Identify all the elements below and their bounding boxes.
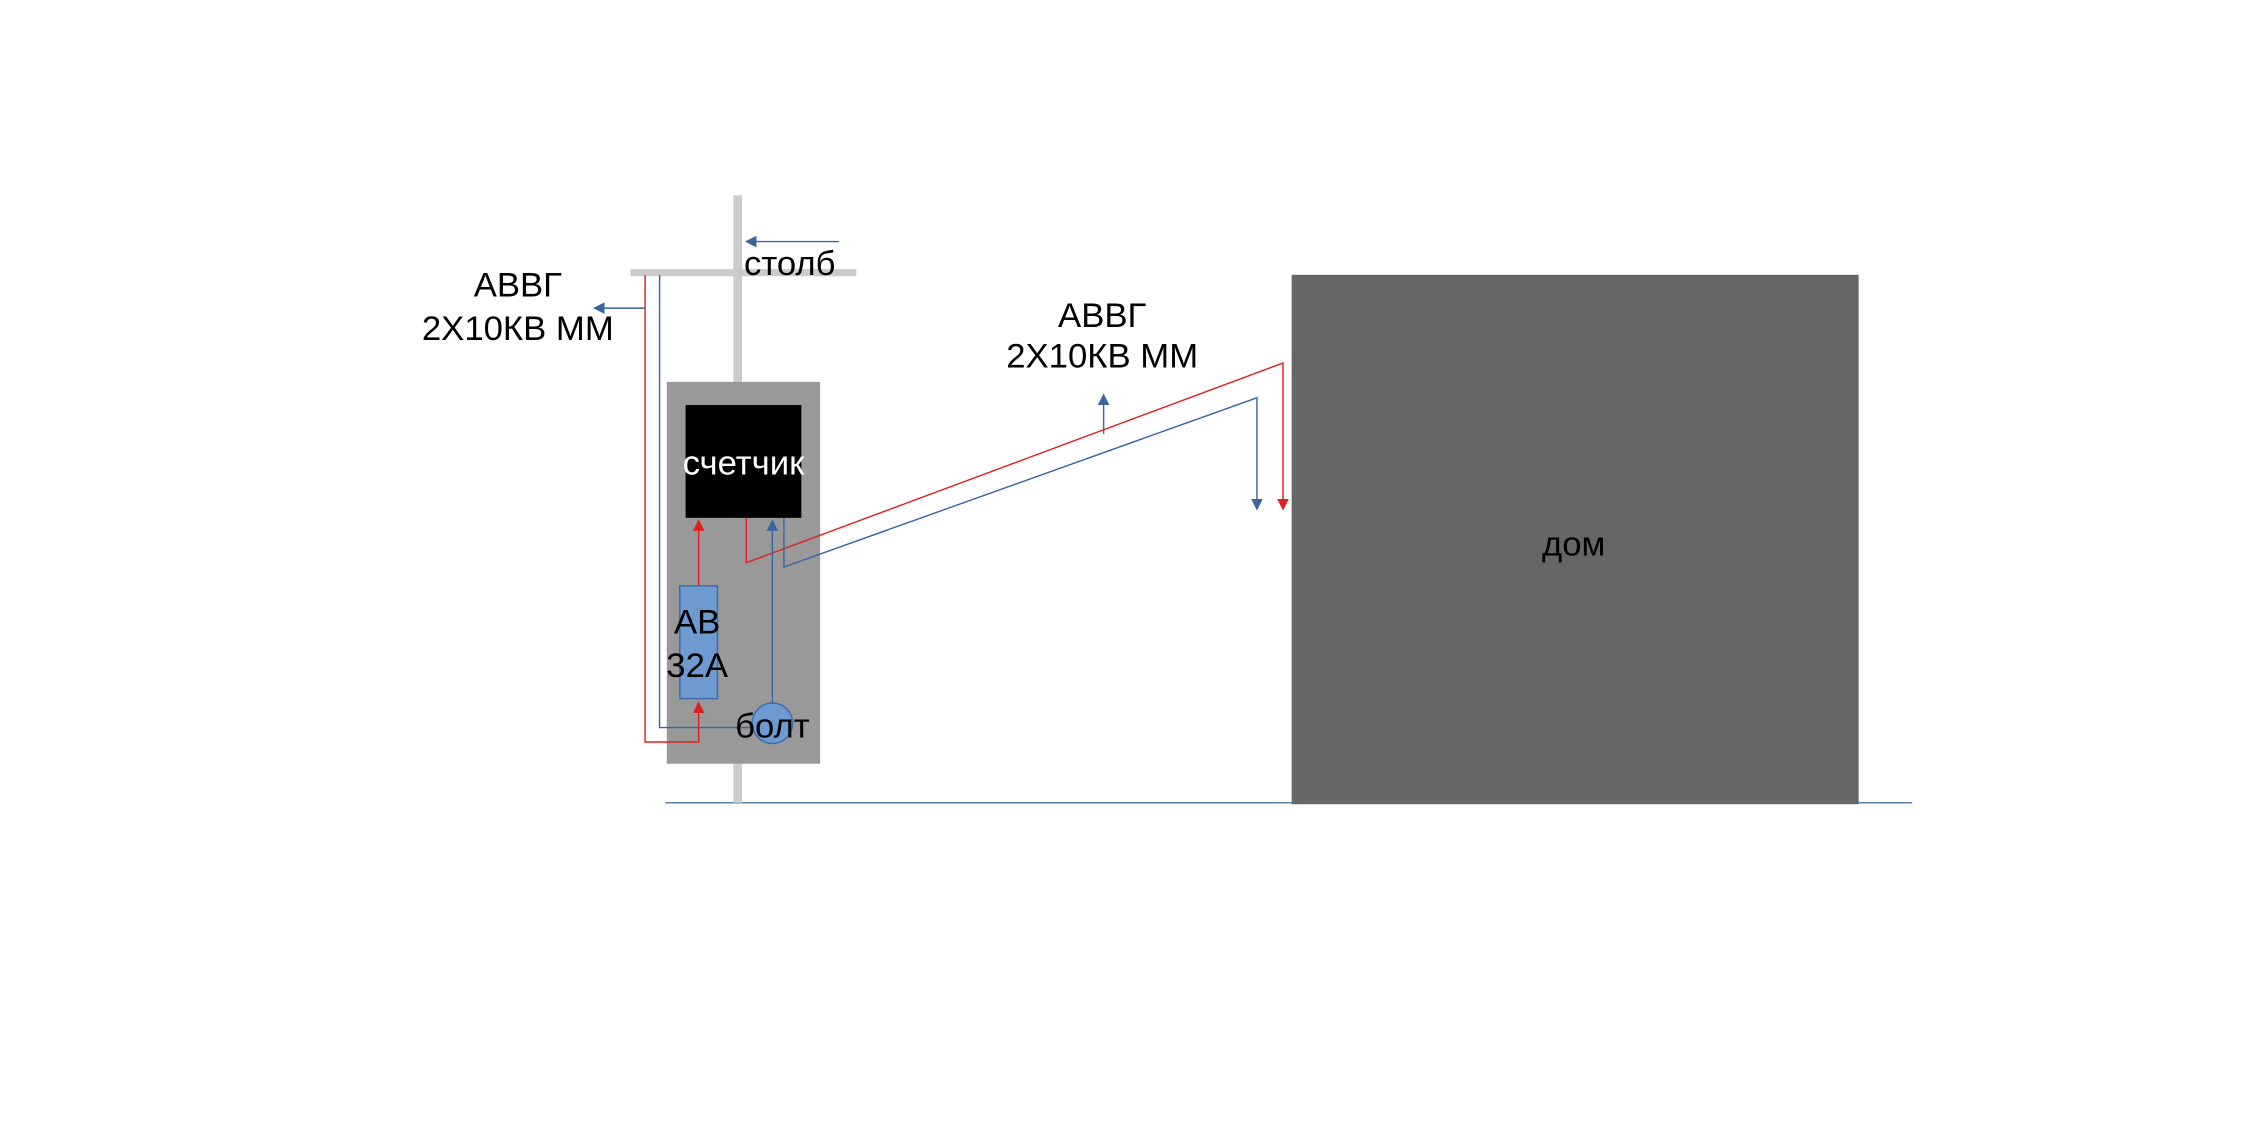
house (1291, 274, 1859, 805)
house-label: дом (1542, 525, 1605, 563)
phase-wire-to-house (745, 362, 1289, 564)
phase-wire-input (644, 274, 705, 743)
breaker-label-line1: АВ (674, 604, 720, 642)
meter (685, 405, 802, 518)
pole-label: столб (744, 245, 836, 283)
pole-crossbar (630, 269, 857, 277)
right-cable-label-line2: 2Х10КВ ММ (1006, 337, 1198, 375)
neutral-wire-to-house (783, 396, 1263, 569)
right-cable-label-line1: АВВГ (1058, 297, 1146, 335)
left-cable-label-line2: 2Х10КВ ММ (422, 310, 614, 348)
bolt-label: болт (735, 708, 810, 746)
left-cable-label-line1: АВВГ (474, 267, 562, 305)
circuit-breaker (679, 585, 719, 700)
neutral-wire-input (658, 274, 753, 729)
meter-label: счетчик (683, 444, 806, 482)
breaker-label-line2: 32А (666, 647, 729, 685)
